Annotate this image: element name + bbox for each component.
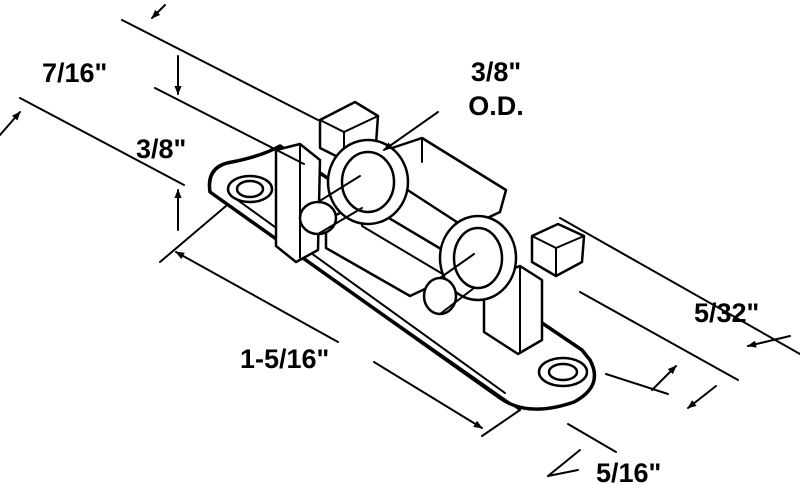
- mounting-hole-left: [226, 174, 274, 204]
- dim-base-width: [559, 217, 800, 409]
- label-roller-od: 3/8" O.D.: [448, 55, 544, 123]
- roller-left: [298, 138, 410, 236]
- label-roller-od-text: O.D.: [468, 91, 524, 121]
- label-base-width: 5/32": [694, 298, 760, 328]
- dim-top-height: [121, 4, 319, 165]
- label-roller-od-size: 3/8": [470, 57, 522, 87]
- label-roller-height: 3/8": [136, 134, 187, 164]
- label-overall-length: 1-5/16": [240, 344, 330, 374]
- dim-hole-offset: [547, 423, 617, 477]
- dim-overall-length: [159, 205, 521, 437]
- dim-roller-height: [0, 97, 185, 231]
- dim-roller-od: [383, 111, 439, 151]
- label-top-height: 7/16": [42, 58, 108, 88]
- roller-right: [422, 214, 518, 316]
- label-hole-offset: 5/16": [596, 458, 662, 488]
- mounting-hole-right: [537, 356, 589, 388]
